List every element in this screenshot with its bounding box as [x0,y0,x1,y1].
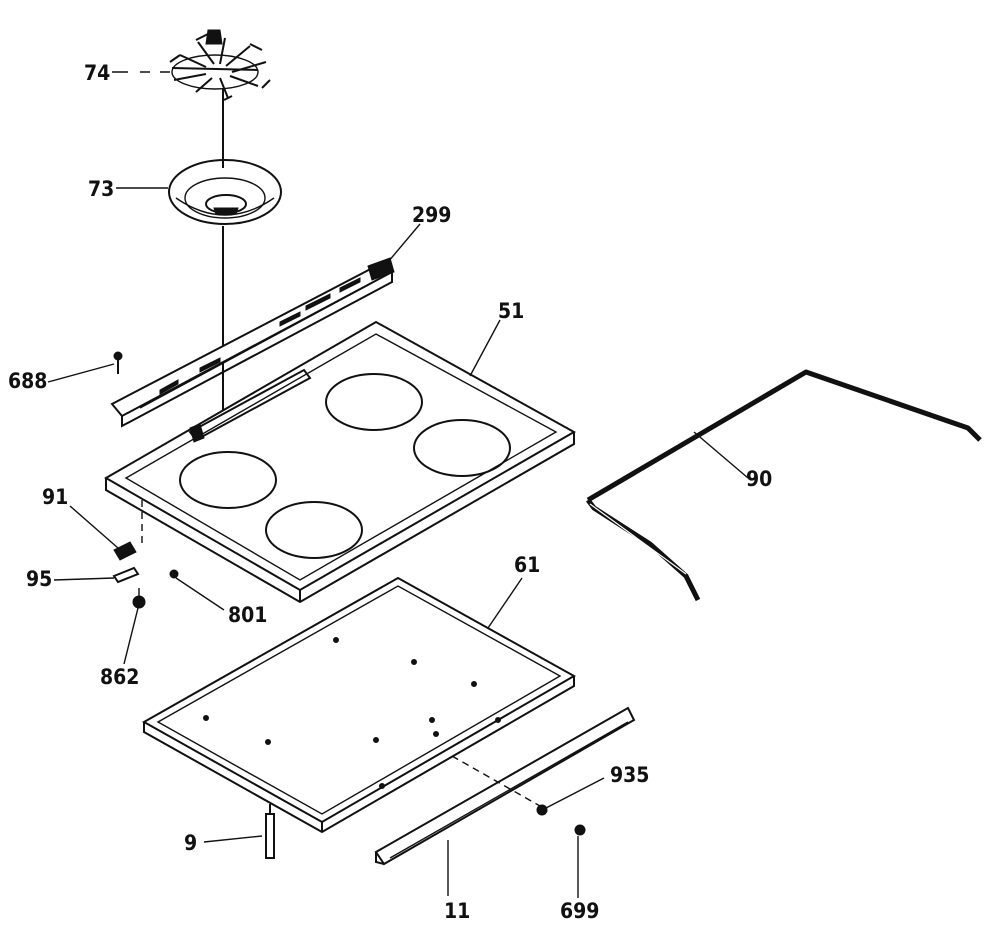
part-74-burner-grate [169,29,271,101]
callout-90: 90 [746,467,772,491]
part-935-clip [536,804,548,816]
part-61-bottom-pan [141,576,577,834]
callout-299: 299 [412,203,451,227]
part-90-wire-rod [586,369,982,602]
callout-91: 91 [42,485,68,509]
part-699-screw [574,824,586,836]
part-73-drip-bowl [168,159,282,225]
part-51-cooktop [104,320,577,604]
part-801-screw [169,569,179,579]
callout-862: 862 [100,665,139,689]
part-688-screw [113,351,123,374]
part-95-clip [112,566,140,584]
part-9-leg [265,804,275,859]
callout-51: 51 [498,299,524,323]
part-862-nut [132,588,146,609]
callout-95: 95 [26,567,52,591]
callout-11: 11 [444,899,470,923]
part-299-trim-strip [110,257,395,428]
callout-61: 61 [514,553,540,577]
callout-801: 801 [228,603,267,627]
callout-699: 699 [560,899,599,923]
leader-lines [47,71,749,898]
callout-688: 688 [8,369,47,393]
part-91-bracket [113,541,137,561]
callout-935: 935 [610,763,649,787]
callout-74: 74 [84,61,110,85]
callout-73: 73 [88,177,114,201]
callout-9: 9 [184,831,197,855]
callout-labels: 74 73 299 51 688 90 91 95 801 862 61 935… [8,61,772,923]
